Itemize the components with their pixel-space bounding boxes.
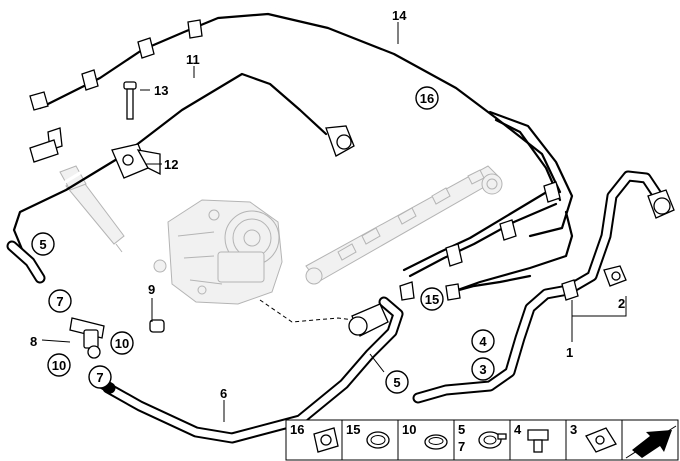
- callout-6: 6: [220, 386, 227, 401]
- svg-text:4: 4: [514, 422, 522, 437]
- svg-text:11: 11: [186, 52, 200, 67]
- svg-text:9: 9: [148, 282, 155, 297]
- bolt-13: [123, 81, 137, 120]
- callout-5-right: 5: [385, 370, 409, 394]
- svg-text:10: 10: [402, 422, 416, 437]
- callout-1: 1: [566, 345, 573, 360]
- callout-12: 12: [164, 157, 178, 172]
- callout-5-left: 5: [31, 232, 55, 256]
- svg-text:7: 7: [458, 439, 465, 454]
- svg-text:7: 7: [96, 370, 103, 385]
- svg-text:4: 4: [479, 334, 487, 349]
- connector-8: [69, 317, 105, 359]
- svg-text:15: 15: [346, 422, 360, 437]
- harness-lower-branch: [402, 188, 552, 272]
- svg-text:16: 16: [290, 422, 304, 437]
- callout-14: 14: [392, 8, 407, 23]
- svg-text:8: 8: [30, 334, 37, 349]
- harness-clip: [29, 91, 49, 111]
- svg-text:14: 14: [392, 8, 407, 23]
- svg-text:13: 13: [154, 83, 168, 98]
- svg-text:6: 6: [220, 386, 227, 401]
- callout-13: 13: [154, 83, 168, 98]
- connection-dashed-line: [259, 299, 355, 323]
- svg-text:5: 5: [39, 237, 46, 252]
- harness-right-feed: [450, 210, 574, 294]
- svg-text:10: 10: [52, 358, 66, 373]
- harness-branch: [488, 110, 574, 238]
- legend-item-10: 10: [402, 422, 448, 450]
- fuel-leak-off-line: [450, 274, 532, 294]
- svg-text:5: 5: [393, 375, 400, 390]
- legend-item-3: 3: [570, 422, 617, 453]
- svg-text:12: 12: [164, 157, 178, 172]
- callout-10-mid: 10: [110, 331, 134, 355]
- svg-text:2: 2: [618, 296, 625, 311]
- cap-9: [149, 319, 165, 333]
- callout-2: 2: [618, 296, 625, 311]
- svg-text:3: 3: [479, 362, 486, 377]
- legend-arrow-icon: [625, 425, 677, 459]
- callout-3: 3: [471, 357, 495, 381]
- callout-7-top: 7: [48, 289, 72, 313]
- svg-text:5: 5: [458, 422, 465, 437]
- callout-9: 9: [148, 282, 155, 297]
- svg-text:7: 7: [56, 294, 63, 309]
- svg-text:3: 3: [570, 422, 577, 437]
- bracket-12: [111, 143, 161, 179]
- svg-text:1: 1: [566, 345, 573, 360]
- legend-item-4: 4: [514, 422, 549, 453]
- callout-16: 16: [415, 86, 439, 110]
- callout-7-bottom: 7: [88, 365, 112, 389]
- legend-item-15: 15: [346, 422, 390, 449]
- callout-leaders: [41, 22, 627, 422]
- legend-item-16: 16: [290, 422, 339, 453]
- ghost-injection-pump: [153, 199, 283, 305]
- callout-8: 8: [30, 334, 37, 349]
- svg-text:10: 10: [115, 336, 129, 351]
- svg-text:15: 15: [425, 292, 439, 307]
- svg-text:16: 16: [420, 91, 434, 106]
- clamp-on-hose: [561, 279, 579, 301]
- parts-legend: 16 15 10 5 7 4 3: [285, 419, 679, 461]
- callout-10-left: 10: [47, 353, 71, 377]
- callout-4: 4: [471, 329, 495, 353]
- legend-item-5-7: 5 7: [458, 422, 507, 454]
- callout-11: 11: [186, 52, 200, 67]
- callout-15: 15: [420, 287, 444, 311]
- wiring-harness: [34, 6, 568, 192]
- ghost-rail: [305, 165, 503, 285]
